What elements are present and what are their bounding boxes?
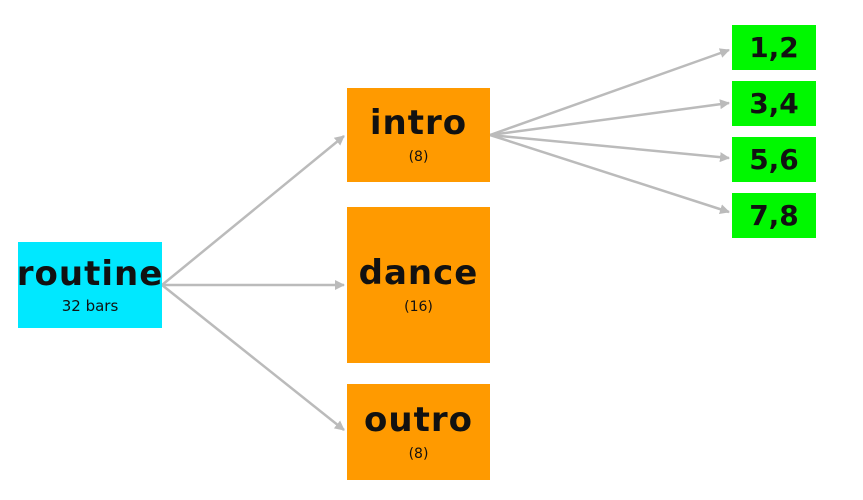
- bars-3-4-node: 3,4: [732, 81, 816, 126]
- intro-node: intro (8): [347, 88, 490, 182]
- bars-1-2-label: 1,2: [749, 30, 799, 64]
- arrow-intro-to-bars-1-2: [489, 48, 730, 137]
- arrow-intro-to-bars-7-8: [489, 133, 730, 214]
- routine-node: routine 32 bars: [16, 242, 164, 328]
- outro-bar-count: (8): [408, 446, 429, 462]
- dance-label: dance: [358, 253, 479, 293]
- bars-3-4-label: 3,4: [749, 86, 799, 120]
- routine-bar-count: 32 bars: [61, 296, 119, 315]
- arrow-intro-to-bars-5-6: [489, 133, 730, 163]
- arrow-intro-to-bars-3-4: [489, 99, 730, 137]
- routine-label: routine: [16, 253, 164, 294]
- arrow-routine-to-intro: [161, 135, 345, 286]
- bars-7-8-node: 7,8: [732, 193, 816, 238]
- intro-bar-count: (8): [408, 149, 429, 165]
- bars-7-8-label: 7,8: [749, 198, 799, 232]
- outro-label: outro: [364, 400, 473, 440]
- bars-1-2-node: 1,2: [732, 25, 816, 70]
- bars-5-6-label: 5,6: [749, 142, 799, 176]
- outro-node: outro (8): [347, 384, 490, 480]
- intro-label: intro: [369, 103, 468, 143]
- dance-node: dance (16): [347, 207, 490, 363]
- arrow-routine-to-outro: [161, 284, 345, 431]
- dance-bar-count: (16): [404, 299, 433, 315]
- bars-5-6-node: 5,6: [732, 137, 816, 182]
